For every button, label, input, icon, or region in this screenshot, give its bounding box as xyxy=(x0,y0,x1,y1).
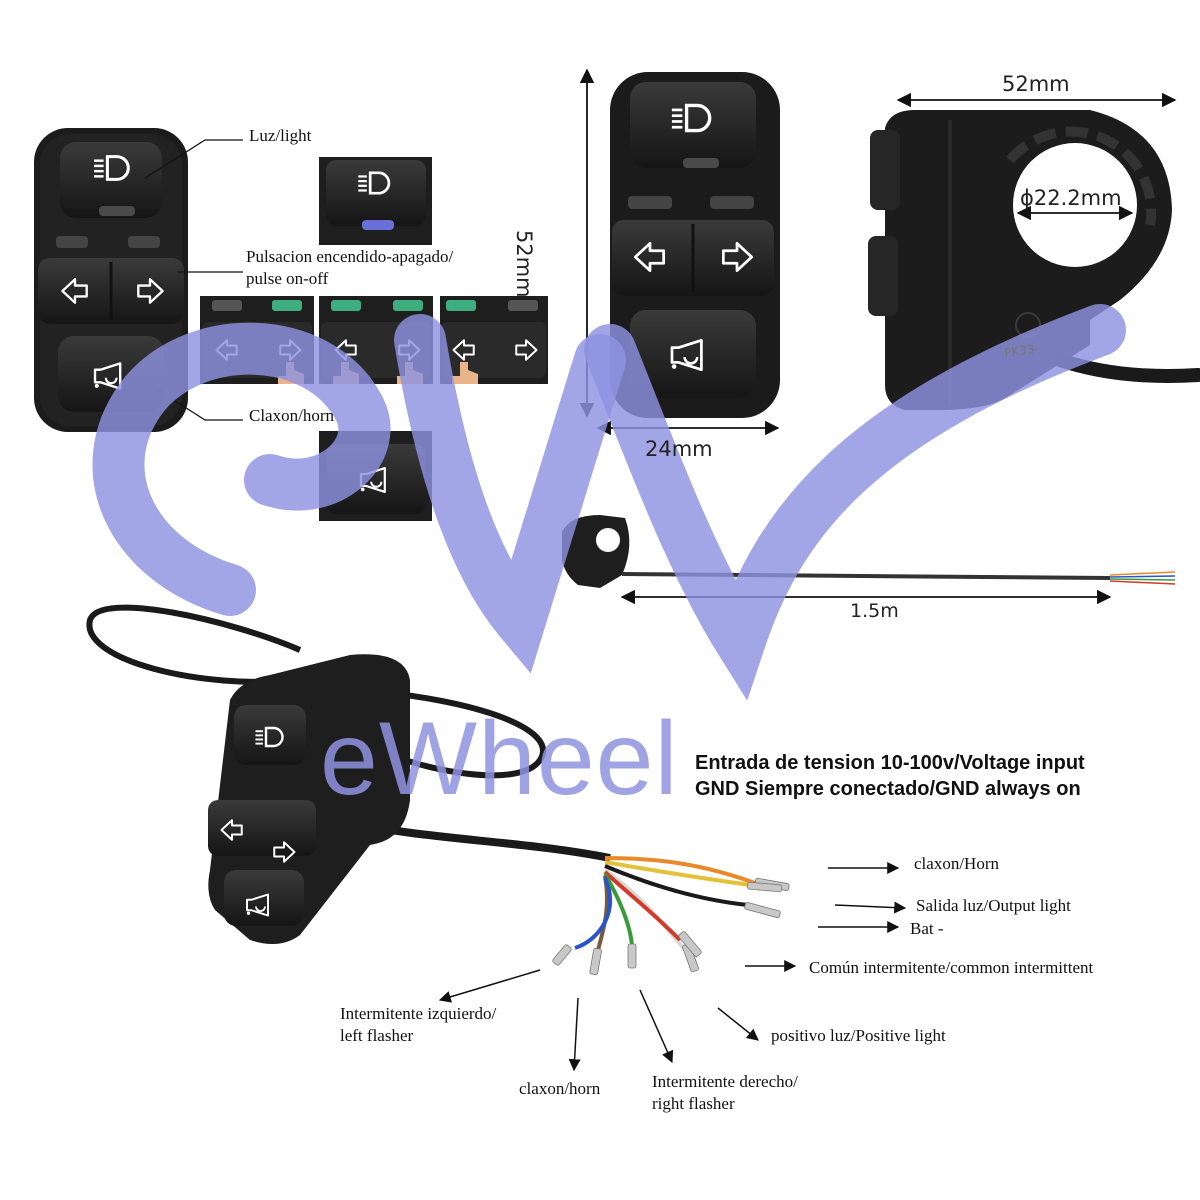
dim-switch-width: 24mm xyxy=(645,437,713,461)
label-light: Luz/light xyxy=(249,126,312,145)
horn-button[interactable] xyxy=(224,870,304,926)
dim-bar-diameter: ϕ22.2mm xyxy=(1020,186,1122,210)
horn-button[interactable] xyxy=(630,310,756,398)
switch-front-view xyxy=(34,128,188,432)
label-horn: Claxon/horn xyxy=(249,406,334,425)
light-button-closeup xyxy=(319,157,432,245)
label-pulse-line1: Pulsacion encendido-apagado/ xyxy=(246,247,454,266)
handlebar-opening xyxy=(1013,143,1137,267)
wire-brown xyxy=(596,875,609,951)
clamp-side-view xyxy=(868,110,1200,410)
wire-blue xyxy=(574,877,613,950)
arrow-horn-brown xyxy=(568,997,581,1072)
light-callout-line xyxy=(144,139,243,179)
arrow-right-flasher xyxy=(639,989,674,1064)
switch-with-harness xyxy=(86,604,611,944)
wire-red xyxy=(603,870,682,942)
arrow-output-light xyxy=(834,901,907,914)
wire-label-blue-line2: left flasher xyxy=(340,1026,414,1045)
wire-label-yellow: Salida luz/Output light xyxy=(916,896,1071,915)
note-gnd-always-on: GND Siempre conectado/GND always on xyxy=(695,778,1081,800)
wire-bundle xyxy=(552,856,790,976)
light-button[interactable] xyxy=(234,705,306,765)
housing-marking: PK33- xyxy=(1003,341,1039,360)
wire-label-brown: claxon/horn xyxy=(519,1079,601,1098)
turn-signal-rocker[interactable] xyxy=(208,800,316,856)
label-pulse-line2: pulse on-off xyxy=(246,269,329,288)
wire-orange xyxy=(604,856,761,887)
dim-cable-length: 1.5m xyxy=(850,600,899,622)
light-led-on xyxy=(362,220,394,230)
watermark-text: eWheel xyxy=(320,701,679,817)
wire-black xyxy=(604,864,749,907)
arrow-positive xyxy=(717,1007,759,1041)
dim-switch-height: 52mm xyxy=(512,230,536,298)
note-voltage-input: Entrada de tension 10-100v/Voltage input xyxy=(695,752,1085,774)
wire-label-green-line1: Intermitente derecho/ xyxy=(652,1072,798,1091)
wire-label-orange: claxon/Horn xyxy=(914,854,999,873)
light-button[interactable] xyxy=(630,82,756,168)
wire-green xyxy=(603,873,634,946)
switch-dimension-view xyxy=(610,72,780,418)
watermark-logo xyxy=(92,304,1126,701)
wire-label-blue-line1: Intermitente izquierdo/ xyxy=(340,1004,497,1023)
wire-label-black: Bat - xyxy=(910,919,944,938)
arrow-left-flasher xyxy=(438,969,541,1003)
light-led xyxy=(99,206,135,216)
wire-label-white: Común intermitente/common intermittent xyxy=(809,958,1094,977)
wire-label-green-line2: right flasher xyxy=(652,1094,735,1113)
wire-label-red: positivo luz/Positive light xyxy=(771,1026,946,1045)
turn-signal-right-state xyxy=(440,296,548,384)
wire-yellow xyxy=(604,860,751,887)
dim-clamp-width: 52mm xyxy=(1002,72,1070,96)
